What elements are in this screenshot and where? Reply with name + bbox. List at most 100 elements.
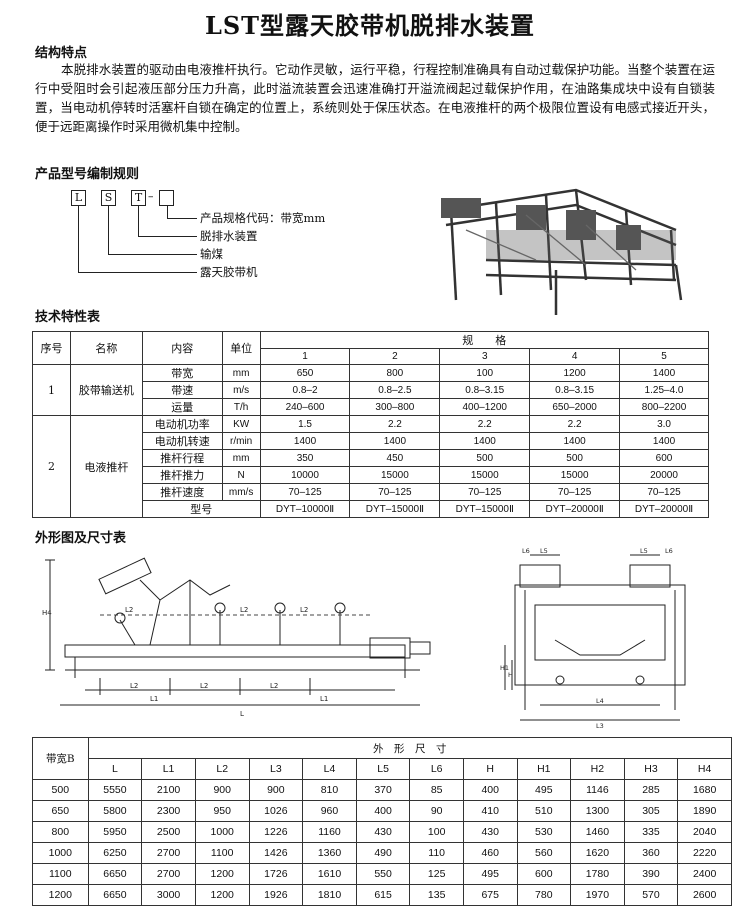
dim-cell: 675 <box>462 884 518 906</box>
cell-value: 15000 <box>529 466 621 484</box>
dim-cell: 1970 <box>570 884 625 906</box>
cell-value: 600 <box>619 449 709 467</box>
th-col: 2 <box>349 348 441 365</box>
cell-item: 推杆速度 <box>141 483 223 501</box>
dim-col-header: H4 <box>677 758 732 780</box>
cell-value: 10000 <box>259 466 351 484</box>
dim-cell: 400 <box>355 800 411 822</box>
cell-value: 0.8–3.15 <box>439 381 531 399</box>
dim-cell: 100 <box>409 821 464 843</box>
cell-model: DYT–10000Ⅱ <box>259 500 351 518</box>
dim-cell: 135 <box>409 884 464 906</box>
cell-model: DYT–15000Ⅱ <box>439 500 531 518</box>
dim-col-header: H2 <box>570 758 625 780</box>
dim-cell: 110 <box>409 842 464 864</box>
dim-cell: 2600 <box>677 884 732 906</box>
side-label: L2 <box>130 682 138 690</box>
code-spec-box <box>159 190 174 206</box>
th-col: 3 <box>439 348 531 365</box>
end-label: H <box>508 671 513 679</box>
cell-item: 运量 <box>141 398 223 416</box>
cell-unit: mm <box>221 449 261 467</box>
dim-cell: 1160 <box>302 821 357 843</box>
dim-cell: 1890 <box>677 800 732 822</box>
dim-col-header: H <box>462 758 518 780</box>
page-title: LST型露天胶带机脱排水装置 <box>204 11 536 40</box>
dim-col-header: L2 <box>194 758 250 780</box>
dim-cell: 1426 <box>248 842 304 864</box>
cell-item: 电动机功率 <box>141 415 223 433</box>
side-label: H4 <box>42 609 52 617</box>
cell-value: 400–1200 <box>439 398 531 416</box>
cell-value: 70–125 <box>439 483 531 501</box>
cell-value: 1400 <box>619 364 709 382</box>
th-col: 4 <box>529 348 621 365</box>
dim-cell: 1726 <box>248 863 304 885</box>
code-dash: – <box>148 190 154 203</box>
side-label: L2 <box>270 682 278 690</box>
cell-unit: m/s <box>221 381 261 399</box>
dim-cell: 2040 <box>677 821 732 843</box>
dim-cell: 125 <box>409 863 464 885</box>
cell-value: 1.5 <box>259 415 351 433</box>
side-label: L1 <box>320 695 328 703</box>
dim-cell: 510 <box>516 800 572 822</box>
cell-value: 1400 <box>529 432 621 450</box>
dim-cell: 950 <box>194 800 250 822</box>
cell-value: 500 <box>529 449 621 467</box>
cell-value: 1400 <box>619 432 709 450</box>
cell-item: 推杆推力 <box>141 466 223 484</box>
dim-cell: 1200 <box>194 863 250 885</box>
dim-th-group: 外 形 尺 寸 <box>87 737 733 759</box>
dim-cell: 1610 <box>302 863 357 885</box>
dim-cell: 6650 <box>87 884 143 906</box>
cell-unit: N <box>221 466 261 484</box>
code-label-coal: 输煤 <box>200 247 223 261</box>
cell-value: 450 <box>349 449 441 467</box>
dim-cell: 570 <box>623 884 679 906</box>
cell-value: 2.2 <box>529 415 621 433</box>
product-photo <box>426 170 688 320</box>
dim-cell: 1000 <box>194 821 250 843</box>
cell-unit: T/h <box>221 398 261 416</box>
cell-value: 70–125 <box>259 483 351 501</box>
th-unit: 单位 <box>221 331 261 365</box>
dim-cell: 2220 <box>677 842 732 864</box>
dim-heading: 外形图及尺寸表 <box>35 531 127 546</box>
dim-cell: 800 <box>32 821 89 843</box>
dim-cell: 600 <box>516 863 572 885</box>
dim-cell: 410 <box>462 800 518 822</box>
code-char-t: T <box>131 190 146 206</box>
dim-cell: 1926 <box>248 884 304 906</box>
end-label: L5 <box>640 547 648 555</box>
cell-value: 15000 <box>349 466 441 484</box>
th-col: 1 <box>259 348 351 365</box>
cell-value: 300–800 <box>349 398 441 416</box>
cell-value: 20000 <box>619 466 709 484</box>
dim-th-width: 带宽B <box>32 737 89 780</box>
cell-value: 1400 <box>439 432 531 450</box>
th-content: 内容 <box>141 331 223 365</box>
side-label: L1 <box>150 695 158 703</box>
cell-value: 70–125 <box>619 483 709 501</box>
cell-unit: r/min <box>221 432 261 450</box>
end-label: L5 <box>540 547 548 555</box>
dim-col-header: H3 <box>623 758 679 780</box>
end-elevation-drawing: L6 L5 L5 L6 H1 H L4 L3 <box>500 547 686 730</box>
cell-value: 350 <box>259 449 351 467</box>
cell-model: DYT–20000Ⅱ <box>529 500 621 518</box>
dim-cell: 335 <box>623 821 679 843</box>
side-label: L2 <box>300 606 308 614</box>
dim-cell: 3000 <box>141 884 196 906</box>
dim-cell: 500 <box>32 779 89 801</box>
dim-cell: 1000 <box>32 842 89 864</box>
cell-value: 0.8–2.5 <box>349 381 441 399</box>
cell-value: 1400 <box>259 432 351 450</box>
dim-cell: 6650 <box>87 863 143 885</box>
cell-value: 650 <box>259 364 351 382</box>
dim-cell: 1226 <box>248 821 304 843</box>
cell-model-label: 型号 <box>141 500 261 518</box>
